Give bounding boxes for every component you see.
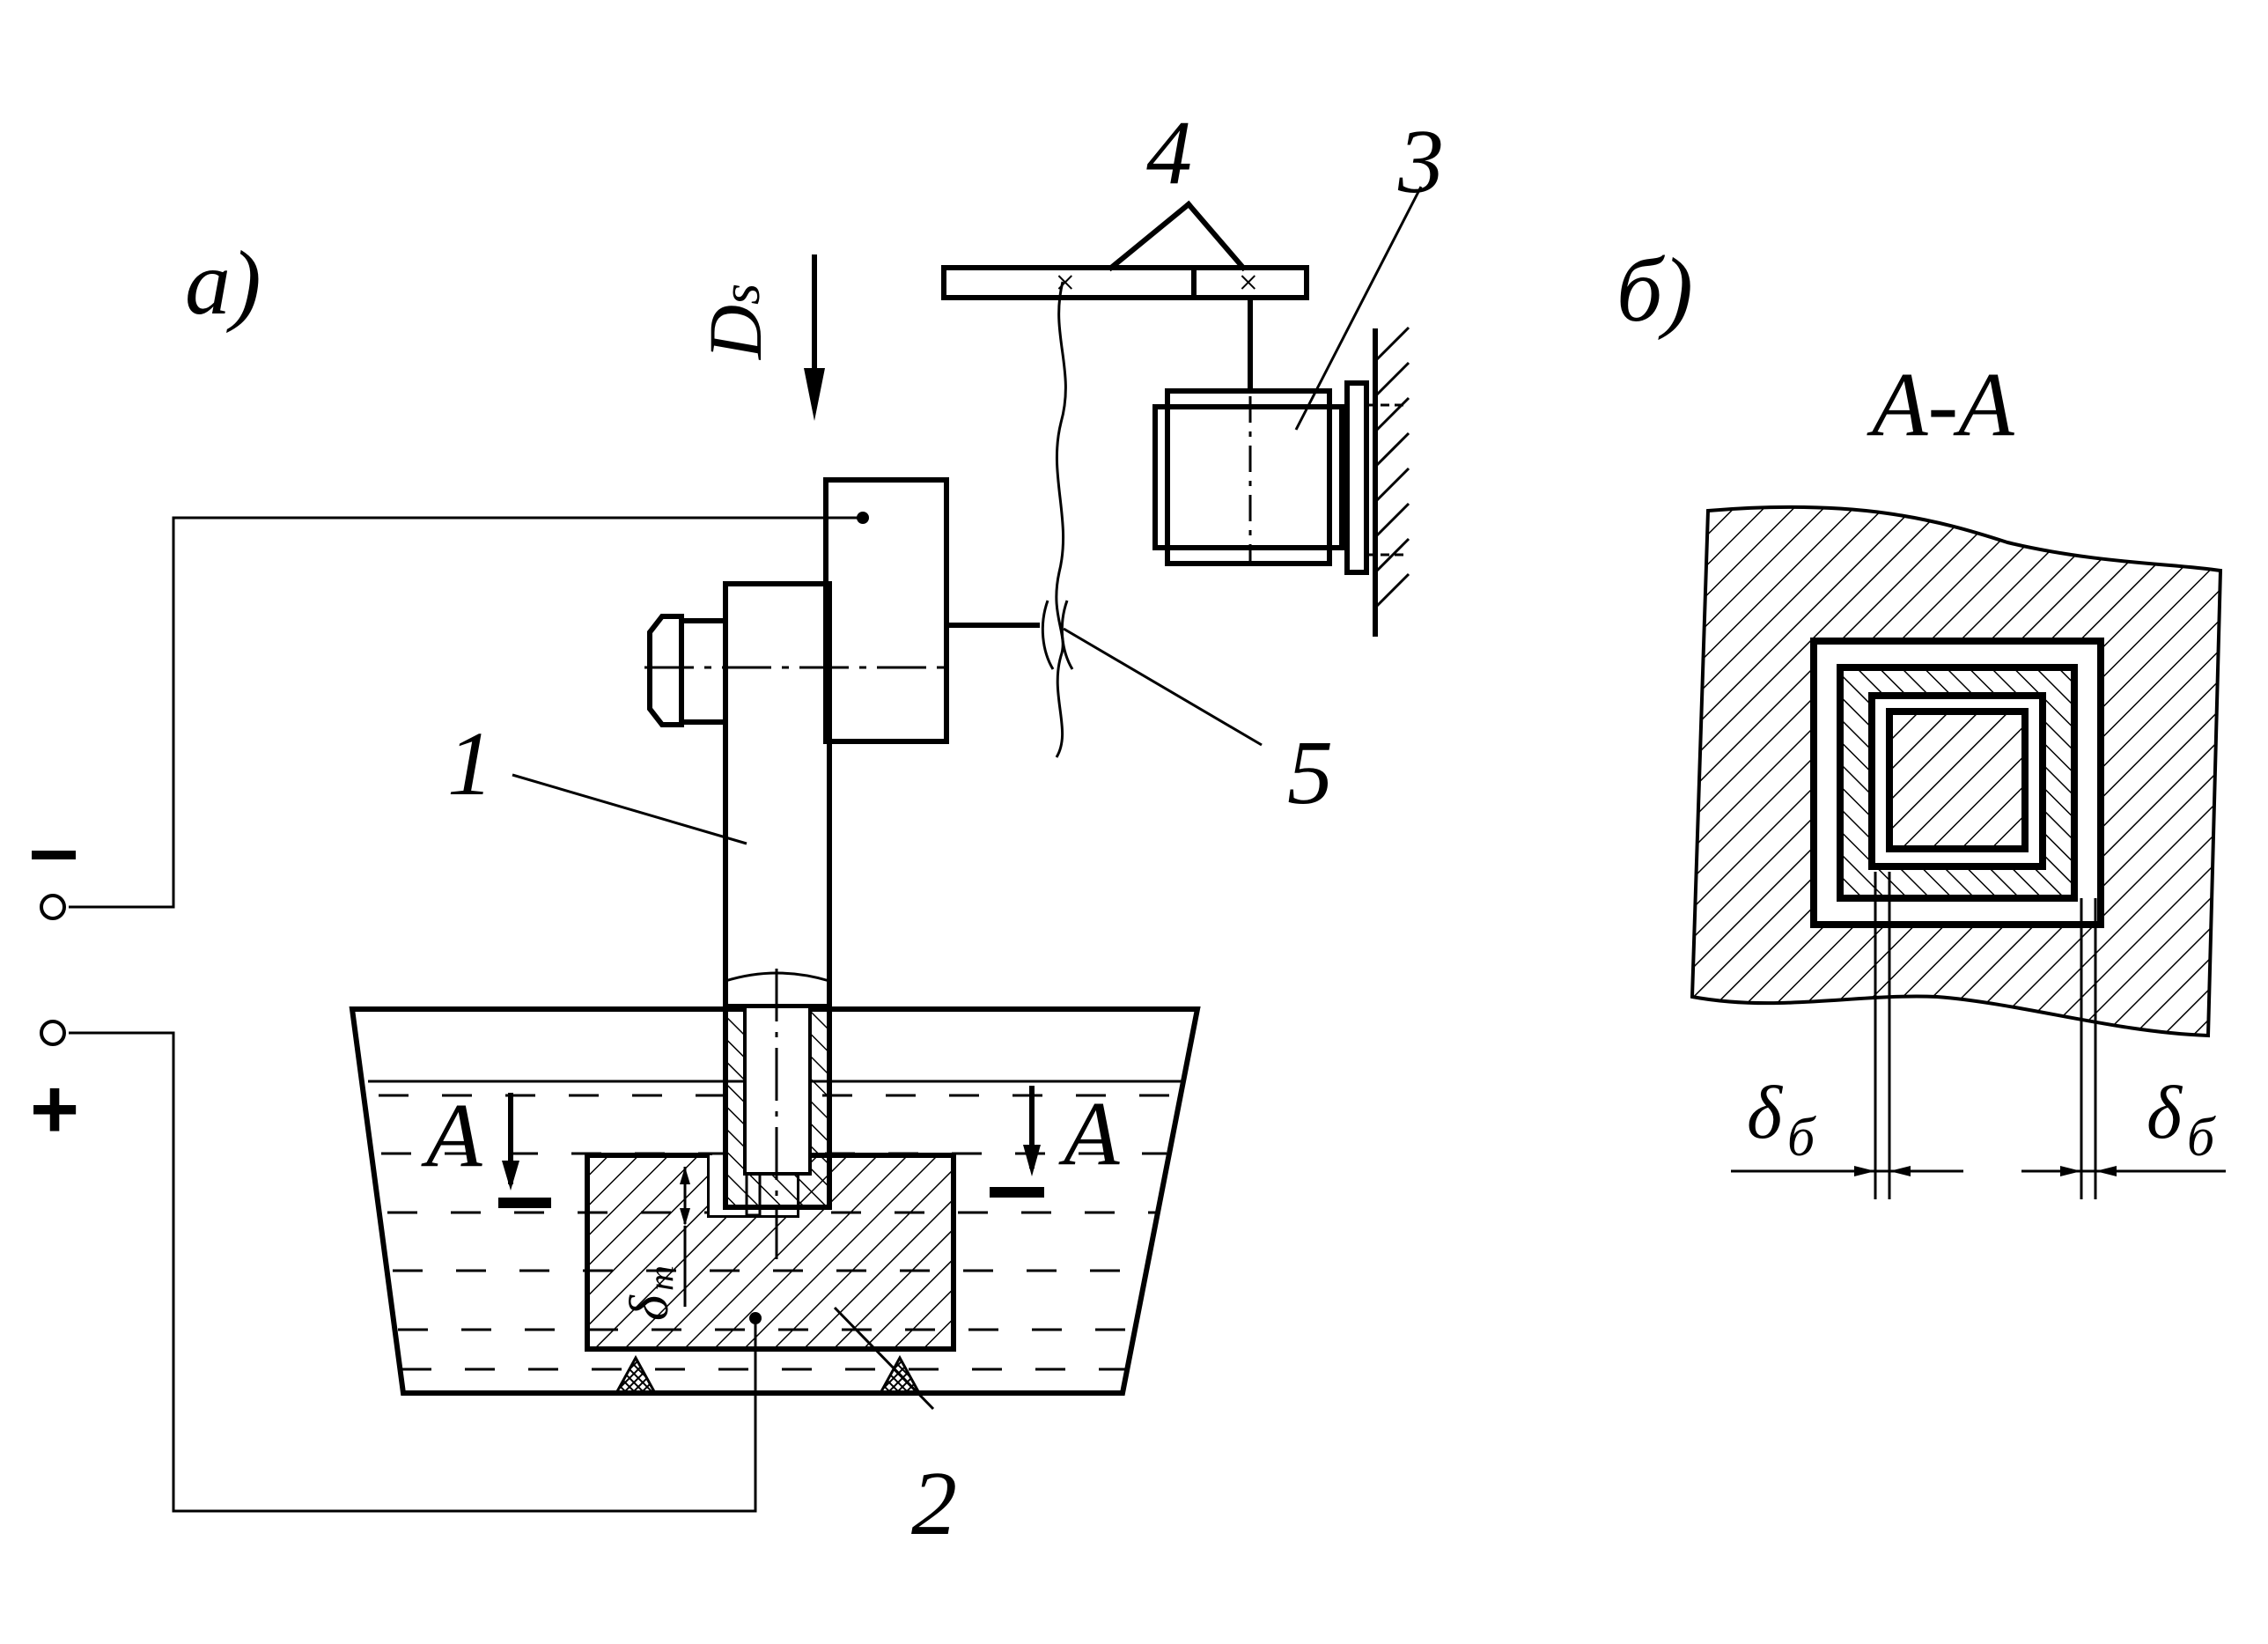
- transmission: × ×: [941, 262, 1309, 394]
- section-title: А-А: [1867, 354, 2014, 455]
- support-left: [614, 1354, 658, 1395]
- view-b-label: б): [1616, 240, 1693, 341]
- svg-text:×: ×: [1053, 262, 1077, 302]
- view-b: б) А-А δ б δ б: [1616, 240, 2226, 1199]
- plus-sign: +: [30, 1062, 79, 1156]
- minus-sign: [32, 851, 76, 859]
- gap-t-subscript: т: [641, 1265, 681, 1291]
- feed-subscript: s: [711, 284, 771, 305]
- feed-arrow: [804, 254, 825, 421]
- section-marker-right: [990, 1086, 1044, 1198]
- callout-5: 5: [1287, 722, 1333, 823]
- section-marker-left: [498, 1093, 551, 1208]
- callout-3: 3: [1397, 111, 1444, 212]
- section-a-right-label: А: [1058, 1083, 1120, 1184]
- gap-b-right-label: δ: [2146, 1070, 2183, 1154]
- tool-contact-dot: [857, 512, 869, 524]
- feed-label: D: [693, 305, 777, 360]
- negative-terminal: [40, 894, 66, 920]
- tool-holder: [823, 477, 949, 744]
- motor: [1152, 326, 1410, 637]
- gap-b-dimensions: [1731, 872, 2226, 1199]
- gap-t-label: δ: [620, 1294, 680, 1321]
- section-a-left-label: А: [421, 1085, 482, 1186]
- view-a: +: [30, 102, 1444, 1554]
- flexible-shaft: [1041, 281, 1074, 758]
- leader-lines: [512, 186, 1423, 1411]
- gap-b-right-subscript: б: [2187, 1108, 2216, 1168]
- positive-terminal: [40, 1020, 66, 1046]
- gap-b-left-subscript: б: [1787, 1108, 1816, 1168]
- gap-b-left-label: δ: [1747, 1070, 1784, 1154]
- wall-hatch: [1373, 326, 1410, 609]
- inner-core: [1886, 708, 2029, 852]
- gap-t-dimension: [680, 1167, 690, 1307]
- callout-4: 4: [1146, 102, 1192, 203]
- tool-electrode: [644, 477, 1040, 1259]
- callout-2: 2: [911, 1453, 957, 1554]
- view-a-label: а): [185, 232, 261, 334]
- callout-1: 1: [447, 713, 493, 815]
